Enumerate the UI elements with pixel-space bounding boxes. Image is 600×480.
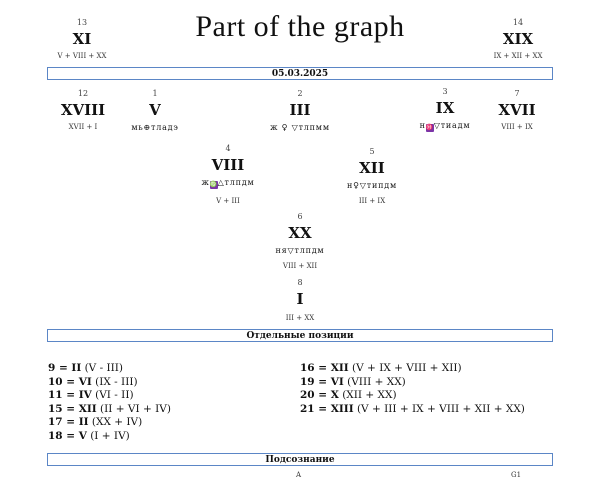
position-rhs: (IX - III)	[91, 375, 138, 388]
position-lhs: 16 = XII	[300, 362, 349, 374]
mark-suffix: ▽тиадм	[433, 121, 471, 130]
node-number: 4	[225, 144, 231, 153]
node-number: 12	[77, 89, 89, 98]
position-lhs: 9 = II	[48, 362, 82, 374]
mark-prefix: ж	[201, 178, 210, 187]
position-item: 16 = XII (V + IX + VIII + XII)	[300, 362, 552, 376]
node-mark: мь⊕тладэ	[131, 123, 179, 132]
positions-right-list: 16 = XII (V + IX + VIII + XII) 19 = VI (…	[300, 362, 552, 416]
mark-suffix: △тлпдм	[217, 178, 255, 187]
node-roman: XVII	[498, 101, 536, 119]
node-mark: н♓▽тиадм	[405, 121, 485, 132]
node-2: 2 III ж ♀ ▽тлпмм	[260, 89, 340, 133]
positions-left-list: 9 = II (V - III) 10 = VI (IX - III) 11 =…	[48, 362, 288, 443]
node-number: 5	[369, 147, 375, 156]
node-number: 1	[152, 89, 158, 98]
position-rhs: (V - III)	[81, 362, 124, 374]
position-rhs: (VIII + XX)	[343, 375, 406, 388]
node-7: 7 XVII VIII + IX	[487, 89, 547, 132]
node-roman: III	[289, 101, 311, 119]
page-title: Part of the graph	[195, 10, 405, 43]
node-roman: I	[296, 290, 304, 308]
position-rhs: (V + III + IX + VIII + XII + XX)	[353, 402, 525, 415]
position-lhs: 10 = VI	[48, 375, 92, 388]
column-label-a: A	[296, 471, 302, 479]
position-lhs: 17 = II	[48, 416, 89, 428]
node-formula: VIII + IX	[501, 123, 533, 131]
node-formula: V + VIII + XX	[57, 52, 107, 60]
node-roman: IX	[435, 99, 455, 117]
position-rhs: (I + IV)	[86, 429, 130, 442]
node-formula: III + IX	[358, 197, 386, 205]
node-number: 2	[297, 89, 303, 98]
position-rhs: (XX + IV)	[88, 416, 143, 428]
position-lhs: 15 = XII	[48, 402, 97, 415]
node-8: 8 I III + XX	[270, 278, 330, 323]
position-rhs: (XII + XX)	[338, 389, 397, 401]
position-item: 11 = IV (VI - II)	[48, 389, 288, 403]
position-item: 19 = VI (VIII + XX)	[300, 376, 552, 390]
node-formula: IX + XII + XX	[493, 52, 543, 60]
position-lhs: 11 = IV	[48, 389, 92, 401]
node-roman: XVIII	[60, 101, 106, 119]
position-rhs: (II + VI + IV)	[96, 402, 171, 415]
node-number: 7	[514, 89, 520, 98]
position-item: 17 = II (XX + IV)	[48, 416, 288, 430]
node-mark: н♀▽типдм	[347, 181, 397, 190]
node-roman: V	[149, 101, 161, 119]
position-item: 9 = II (V - III)	[48, 362, 288, 376]
position-item: 20 = X (XII + XX)	[300, 389, 552, 403]
node-mark: ж♍△тлпдм	[188, 178, 268, 189]
node-12: 12 XVIII XVII + I	[53, 89, 113, 132]
position-item: 18 = V (I + IV)	[48, 430, 288, 444]
node-3: 3 IX н♓▽тиадм	[405, 87, 485, 132]
node-formula: XVII + I	[68, 123, 98, 131]
node-roman: XX	[288, 224, 312, 242]
column-label-g1: G1	[511, 471, 522, 479]
zodiac-sign-icon: ♓	[425, 124, 435, 132]
node-4: 4 VIII ж♍△тлпдм V + III	[188, 144, 268, 206]
position-item: 10 = VI (IX - III)	[48, 376, 288, 390]
position-lhs: 18 = V	[48, 429, 87, 442]
node-formula: VIII + XII	[282, 262, 318, 270]
node-number: 6	[297, 212, 303, 221]
zodiac-sign-icon: ♍	[209, 181, 218, 189]
mark-prefix: н	[419, 121, 426, 130]
node-number: 3	[442, 87, 448, 96]
node-number: 14	[512, 18, 524, 27]
position-lhs: 21 = XIII	[300, 402, 354, 415]
node-number: 13	[76, 18, 88, 27]
position-lhs: 20 = X	[300, 389, 339, 401]
node-roman: XII	[359, 159, 385, 177]
position-rhs: (VI - II)	[91, 389, 134, 401]
node-formula: III + XX	[285, 314, 315, 322]
position-lhs: 19 = VI	[300, 375, 344, 388]
node-6: 6 XX ня▽тлпдм VIII + XII	[260, 212, 340, 271]
node-1: 1 V мь⊕тладэ	[120, 89, 190, 133]
node-5: 5 XII н♀▽типдм III + IX	[332, 147, 412, 206]
position-rhs: (V + IX + VIII + XII)	[348, 362, 462, 374]
separate-positions-header: Отдельные позиции	[47, 329, 553, 342]
position-item: 15 = XII (II + VI + IV)	[48, 403, 288, 417]
position-item: 21 = XIII (V + III + IX + VIII + XII + X…	[300, 403, 552, 417]
node-14: 14 XIX IX + XII + XX	[488, 18, 548, 61]
node-roman: XIX	[502, 30, 534, 48]
date-bar: 05.03.2025	[47, 67, 553, 80]
node-number: 8	[297, 278, 303, 287]
subconscious-header: Подсознание	[47, 453, 553, 466]
node-mark: ж ♀ ▽тлпмм	[270, 123, 330, 132]
node-13: 13 XI V + VIII + XX	[52, 18, 112, 61]
node-roman: VIII	[211, 156, 245, 174]
node-mark: ня▽тлпдм	[275, 246, 325, 255]
node-roman: XI	[72, 30, 92, 48]
node-formula: V + III	[216, 197, 240, 205]
